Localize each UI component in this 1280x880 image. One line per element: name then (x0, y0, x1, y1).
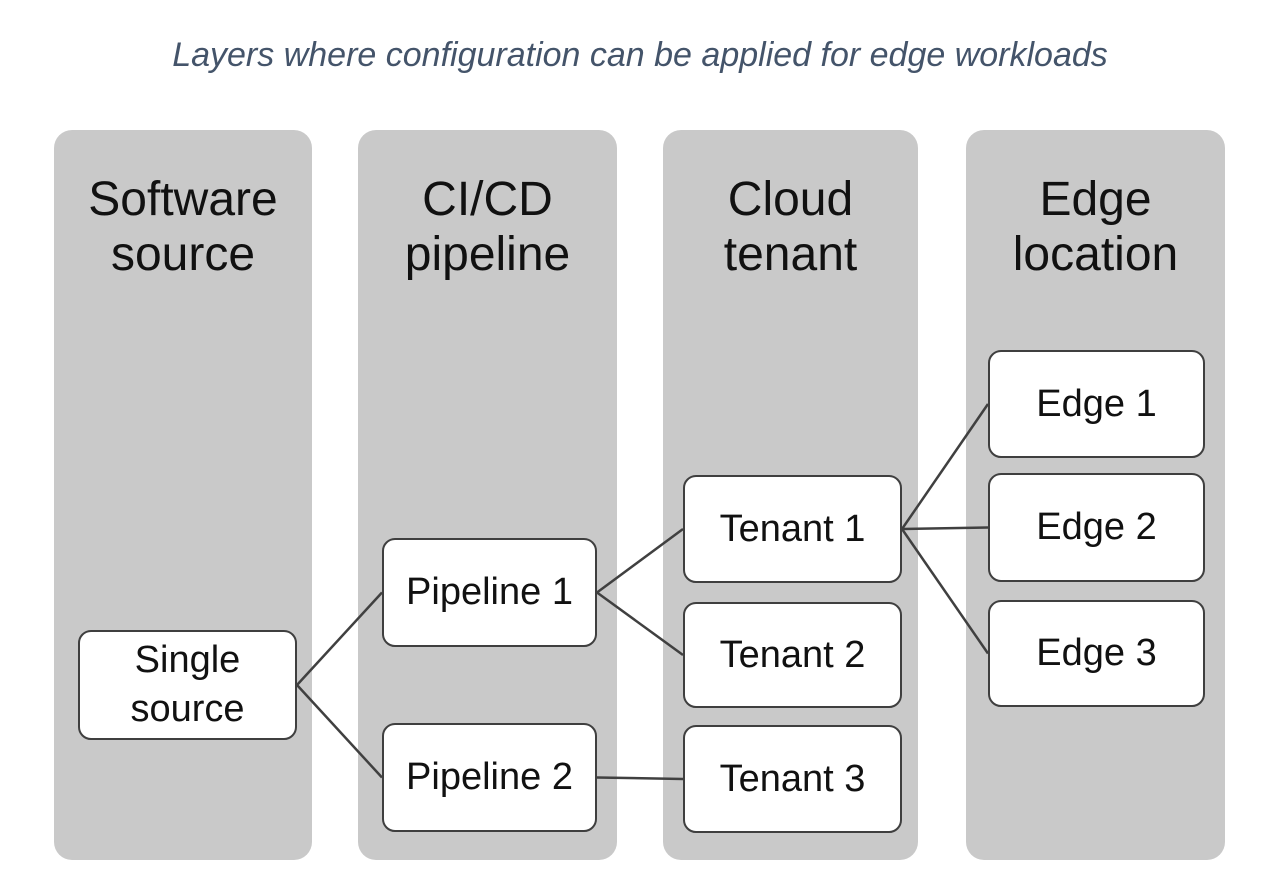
node-pipeline-1: Pipeline 1 (382, 538, 597, 647)
node-edge-2: Edge 2 (988, 473, 1205, 582)
column-header-edge-location: Edge location (1012, 173, 1179, 282)
diagram-title: Layers where configuration can be applie… (172, 36, 1108, 74)
node-single-source: Single source (78, 630, 297, 740)
node-tenant-3: Tenant 3 (683, 725, 902, 833)
column-header-cloud-tenant: Cloud tenant (723, 173, 858, 282)
node-tenant-1: Tenant 1 (683, 475, 902, 583)
node-edge-1: Edge 1 (988, 350, 1205, 458)
column-header-software-source: Software source (88, 173, 278, 282)
column-header-cicd-pipeline: CI/CD pipeline (404, 173, 571, 282)
node-edge-3: Edge 3 (988, 600, 1205, 707)
node-pipeline-2: Pipeline 2 (382, 723, 597, 832)
node-tenant-2: Tenant 2 (683, 602, 902, 708)
